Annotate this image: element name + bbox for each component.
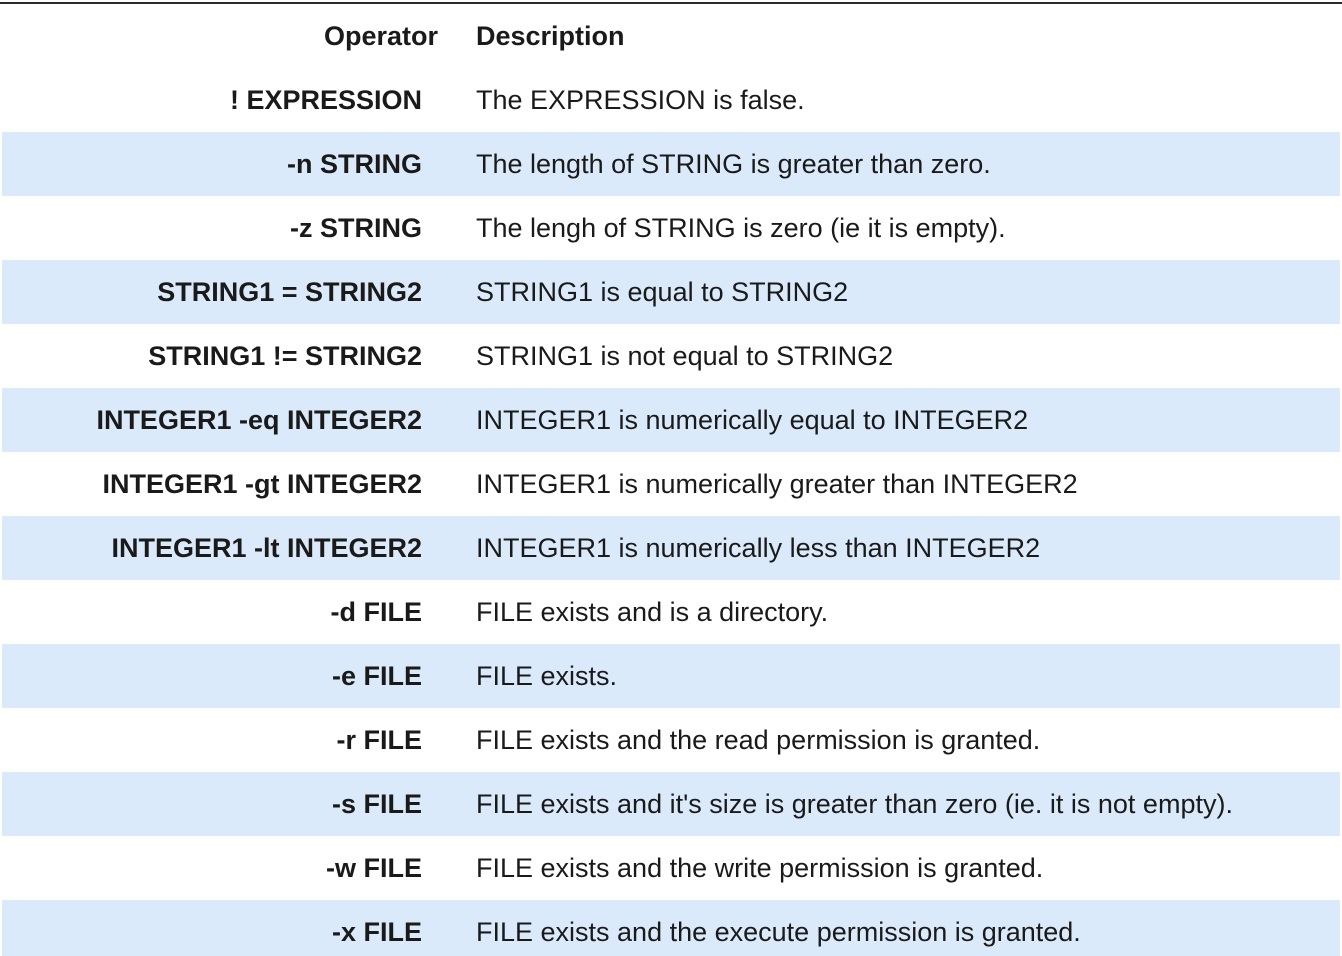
- table-row: INTEGER1 -lt INTEGER2 INTEGER1 is numeri…: [2, 516, 1340, 580]
- description-cell: FILE exists and is a directory.: [476, 596, 829, 627]
- description-cell: INTEGER1 is numerically greater than INT…: [476, 468, 1078, 499]
- description-cell: STRING1 is equal to STRING2: [476, 276, 849, 307]
- table-row: STRING1 = STRING2 STRING1 is equal to ST…: [2, 260, 1340, 324]
- operator-cell: -e FILE: [331, 660, 422, 691]
- operator-table: Operator Description ! EXPRESSION The EX…: [2, 4, 1340, 956]
- table-row: -r FILE FILE exists and the read permiss…: [2, 708, 1340, 772]
- operator-cell: INTEGER1 -gt INTEGER2: [102, 468, 422, 499]
- description-cell: INTEGER1 is numerically equal to INTEGER…: [476, 404, 1029, 435]
- description-cell: FILE exists and the execute permission i…: [476, 916, 1081, 947]
- operator-cell: STRING1 != STRING2: [148, 340, 422, 371]
- description-cell: FILE exists and it's size is greater tha…: [476, 788, 1233, 819]
- table-row: -d FILE FILE exists and is a directory.: [2, 580, 1340, 644]
- table-row: -n STRING The length of STRING is greate…: [2, 132, 1340, 196]
- table-row: INTEGER1 -eq INTEGER2 INTEGER1 is numeri…: [2, 388, 1340, 452]
- description-cell: FILE exists.: [476, 660, 618, 691]
- operator-cell: -d FILE: [330, 596, 422, 627]
- table-row: -s FILE FILE exists and it's size is gre…: [2, 772, 1340, 836]
- header-operator: Operator: [323, 20, 438, 51]
- operator-cell: STRING1 = STRING2: [157, 276, 422, 307]
- operator-cell: -n STRING: [287, 148, 422, 179]
- table-row: -w FILE FILE exists and the write permis…: [2, 836, 1340, 900]
- description-cell: The EXPRESSION is false.: [476, 84, 805, 115]
- description-cell: The length of STRING is greater than zer…: [476, 148, 991, 179]
- operator-cell: INTEGER1 -eq INTEGER2: [96, 404, 422, 435]
- description-cell: INTEGER1 is numerically less than INTEGE…: [476, 532, 1041, 563]
- table-header: Operator Description: [2, 4, 1340, 68]
- operator-cell: INTEGER1 -lt INTEGER2: [111, 532, 422, 563]
- description-cell: The lengh of STRING is zero (ie it is em…: [476, 212, 1006, 243]
- description-cell: FILE exists and the read permission is g…: [476, 724, 1041, 755]
- operator-cell: -z STRING: [290, 212, 422, 243]
- description-cell: FILE exists and the write permission is …: [476, 852, 1044, 883]
- table-row: -z STRING The lengh of STRING is zero (i…: [2, 196, 1340, 260]
- table-row: ! EXPRESSION The EXPRESSION is false.: [2, 68, 1340, 132]
- operator-cell: ! EXPRESSION: [229, 84, 422, 115]
- operator-cell: -w FILE: [326, 852, 422, 883]
- header-description: Description: [476, 20, 625, 51]
- operator-cell: -s FILE: [331, 788, 422, 819]
- table-row: STRING1 != STRING2 STRING1 is not equal …: [2, 324, 1340, 388]
- description-cell: STRING1 is not equal to STRING2: [476, 340, 894, 371]
- top-rule: [0, 2, 1342, 4]
- table-row: INTEGER1 -gt INTEGER2 INTEGER1 is numeri…: [2, 452, 1340, 516]
- operator-cell: -r FILE: [336, 724, 423, 755]
- operator-cell: -x FILE: [331, 916, 422, 947]
- table-row: -e FILE FILE exists.: [2, 644, 1340, 708]
- table-row: -x FILE FILE exists and the execute perm…: [2, 900, 1340, 956]
